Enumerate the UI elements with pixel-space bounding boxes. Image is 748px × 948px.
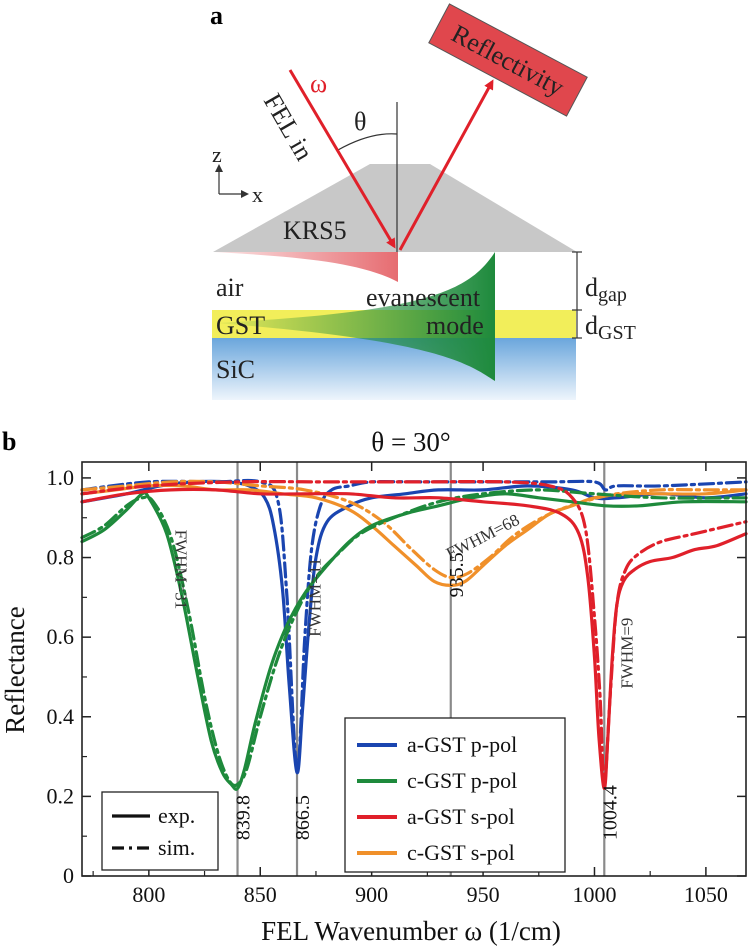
y-tick-label: 0.4 xyxy=(47,704,75,729)
legend-label-c-GST-s-pol: c-GST s-pol xyxy=(407,840,515,865)
x-tick-label: 1050 xyxy=(684,882,728,907)
theta-arc xyxy=(337,133,398,151)
y-tick-label: 0.2 xyxy=(47,783,75,808)
reflected-wave-shape xyxy=(215,252,398,282)
air-label: air xyxy=(216,273,244,302)
fwhm-annotation-1: FWHM=31 xyxy=(172,530,191,609)
reference-label-935.5: 935.5 xyxy=(446,552,468,597)
style-legend-label-solid: exp. xyxy=(158,803,195,828)
incident-beam-arrow xyxy=(288,69,396,249)
reflectivity-box: Reflectivity xyxy=(428,3,588,117)
theta-label: θ xyxy=(354,107,366,136)
y-tick-label: 0.6 xyxy=(47,624,75,649)
sic-layer xyxy=(212,338,576,400)
krs5-label: KRS5 xyxy=(283,216,347,245)
plot-frame xyxy=(81,461,747,877)
legend-label-a-GST-s-pol: a-GST s-pol xyxy=(407,804,515,829)
style-legend-label-dashdot: sim. xyxy=(158,835,195,860)
y-tick-label: 1.0 xyxy=(47,465,75,490)
mode-label: mode xyxy=(426,311,484,340)
x-tick-label: 900 xyxy=(355,882,388,907)
reflected-beam-arrow xyxy=(398,79,494,251)
evanescent-mode-shape xyxy=(215,252,495,381)
z-axis-label: z xyxy=(212,142,222,167)
krs5-prism xyxy=(213,164,577,252)
series-line-a-GST-s-pol-exp xyxy=(80,487,748,790)
x-tick-label: 800 xyxy=(132,882,165,907)
fel-in-label: FEL in xyxy=(258,89,319,166)
panel-b-label: b xyxy=(2,427,16,456)
style-legend-box xyxy=(101,791,219,871)
evanescent-label: evanescent xyxy=(366,283,481,312)
reference-label-839.8: 839.8 xyxy=(233,795,255,840)
d-gst-label: dGST xyxy=(585,311,636,344)
chart-title: θ = 30° xyxy=(371,427,450,457)
reference-label-1004.4: 1004.4 xyxy=(599,785,621,840)
series-line-a-GST-s-pol-sim xyxy=(80,479,748,786)
x-tick-label: 1000 xyxy=(572,882,616,907)
series-line-c-GST-p-pol-exp xyxy=(80,490,748,791)
x-axis-title: FEL Wavenumber ω (1/cm) xyxy=(261,916,561,946)
fwhm-annotation-2: FWHM=11 xyxy=(305,558,324,637)
x-tick-label: 950 xyxy=(467,882,500,907)
panel-b-chart: b θ = 30° FEL Wavenumber ω (1/cm) Reflec… xyxy=(0,427,748,946)
reference-label-866.5: 866.5 xyxy=(292,795,314,840)
panel-a-diagram: a xyxy=(210,1,636,400)
fwhm-annotation-4: FWHM=9 xyxy=(617,618,636,689)
y-tick-label: 0.8 xyxy=(47,545,75,570)
panel-a-label: a xyxy=(210,1,223,30)
series-line-c-GST-p-pol-sim xyxy=(80,488,748,788)
x-axis-label: x xyxy=(252,182,263,207)
legend-label-a-GST-p-pol: a-GST p-pol xyxy=(407,732,517,757)
sic-label: SiC xyxy=(216,355,255,384)
y-axis-title: Reflectance xyxy=(0,606,30,733)
y-tick-label: 0 xyxy=(63,863,74,888)
x-tick-label: 850 xyxy=(244,882,277,907)
legend-label-c-GST-p-pol: c-GST p-pol xyxy=(407,768,517,793)
gst-label: GST xyxy=(216,311,265,340)
d-gap-label: dgap xyxy=(585,273,627,306)
omega-label: ω xyxy=(310,69,327,98)
